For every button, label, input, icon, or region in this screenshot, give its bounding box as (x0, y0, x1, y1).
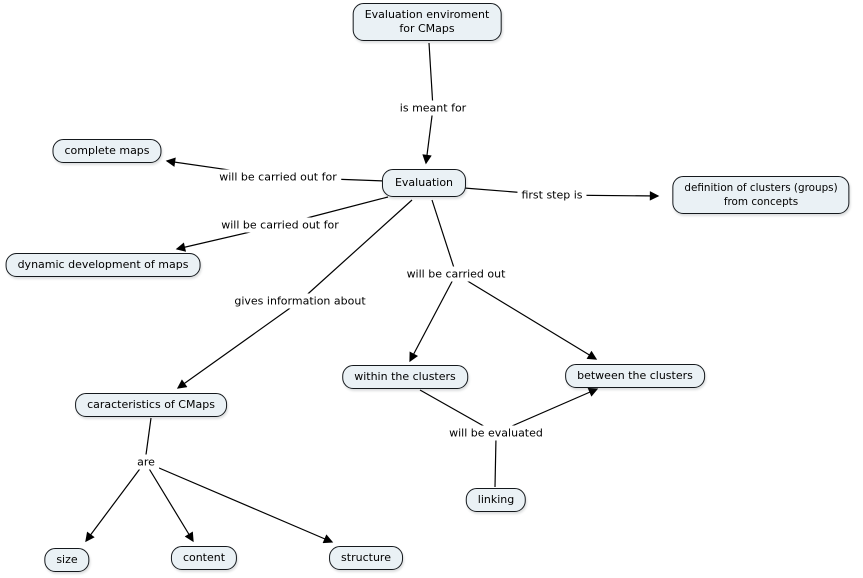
concept-node-size[interactable]: size (44, 548, 90, 572)
link-phrase-gives-information-about[interactable]: gives information about (230, 293, 370, 309)
link-phrase-first-step-is[interactable]: first step is (517, 187, 587, 203)
concept-node-content[interactable]: content (170, 546, 238, 570)
link-phrase-will-be-evaluated[interactable]: will be evaluated (445, 425, 547, 441)
concept-node-within-clusters[interactable]: within the clusters (342, 365, 468, 389)
concept-node-linking[interactable]: linking (465, 488, 527, 512)
concept-node-caracteristics[interactable]: caracteristics of CMaps (75, 393, 227, 417)
link-phrase-will-be-carried-out-for-bottom[interactable]: will be carried out for (217, 217, 343, 233)
concept-node-evaluation-environment[interactable]: Evaluation enviroment for CMaps (352, 3, 502, 41)
connection-line (85, 42, 660, 544)
concept-node-definition-of-clusters[interactable]: definition of clusters (groups) from con… (672, 176, 850, 214)
concept-node-structure[interactable]: structure (329, 546, 403, 570)
link-phrase-are[interactable]: are (133, 454, 159, 470)
link-phrase-is-meant-for[interactable]: is meant for (395, 100, 471, 116)
concept-node-complete-maps[interactable]: complete maps (52, 139, 162, 163)
concept-node-evaluation[interactable]: Evaluation (381, 169, 467, 197)
link-phrase-will-be-carried-out[interactable]: will be carried out (402, 266, 510, 282)
concept-node-dynamic-development[interactable]: dynamic development of maps (5, 253, 201, 277)
concept-node-between-clusters[interactable]: between the clusters (565, 364, 705, 388)
link-phrase-will-be-carried-out-for-top[interactable]: will be carried out for (215, 169, 341, 185)
